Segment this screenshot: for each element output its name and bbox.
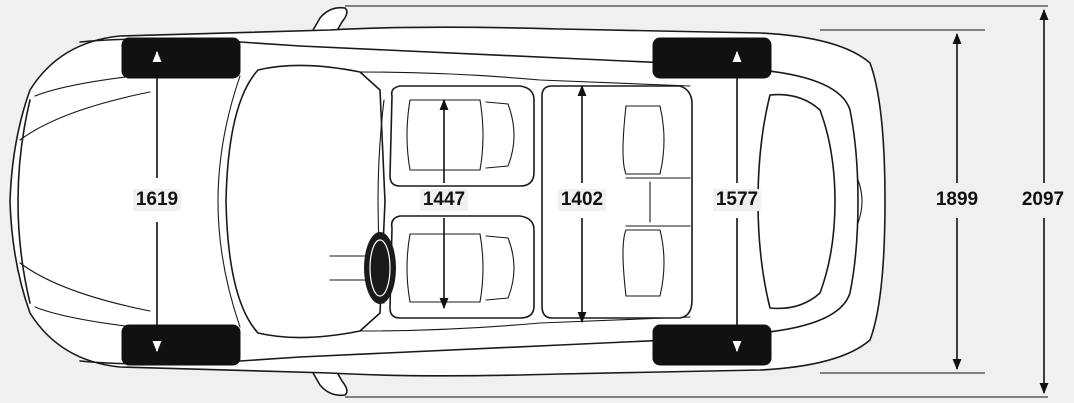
- dimension-arrows: [152, 8, 1049, 395]
- rear-bench-seat: [541, 85, 693, 319]
- tire-rear-right: [652, 324, 772, 366]
- front-seat-bottom: [389, 215, 535, 319]
- tire-front-left: [121, 37, 241, 79]
- body-width-label: 1899: [932, 189, 982, 211]
- rear-interior-width-label: 1402: [557, 189, 607, 211]
- front-interior-width-label: 1447: [419, 189, 469, 211]
- rear-track-label: 1577: [712, 189, 762, 211]
- tire-rear-left: [652, 37, 772, 79]
- front-seat-top: [389, 85, 535, 187]
- front-track-label: 1619: [132, 189, 182, 211]
- extension-lines: [345, 5, 1048, 398]
- tire-front-right: [121, 324, 241, 366]
- steering-wheel: [364, 232, 396, 304]
- width-with-mirrors-label: 2097: [1018, 189, 1068, 211]
